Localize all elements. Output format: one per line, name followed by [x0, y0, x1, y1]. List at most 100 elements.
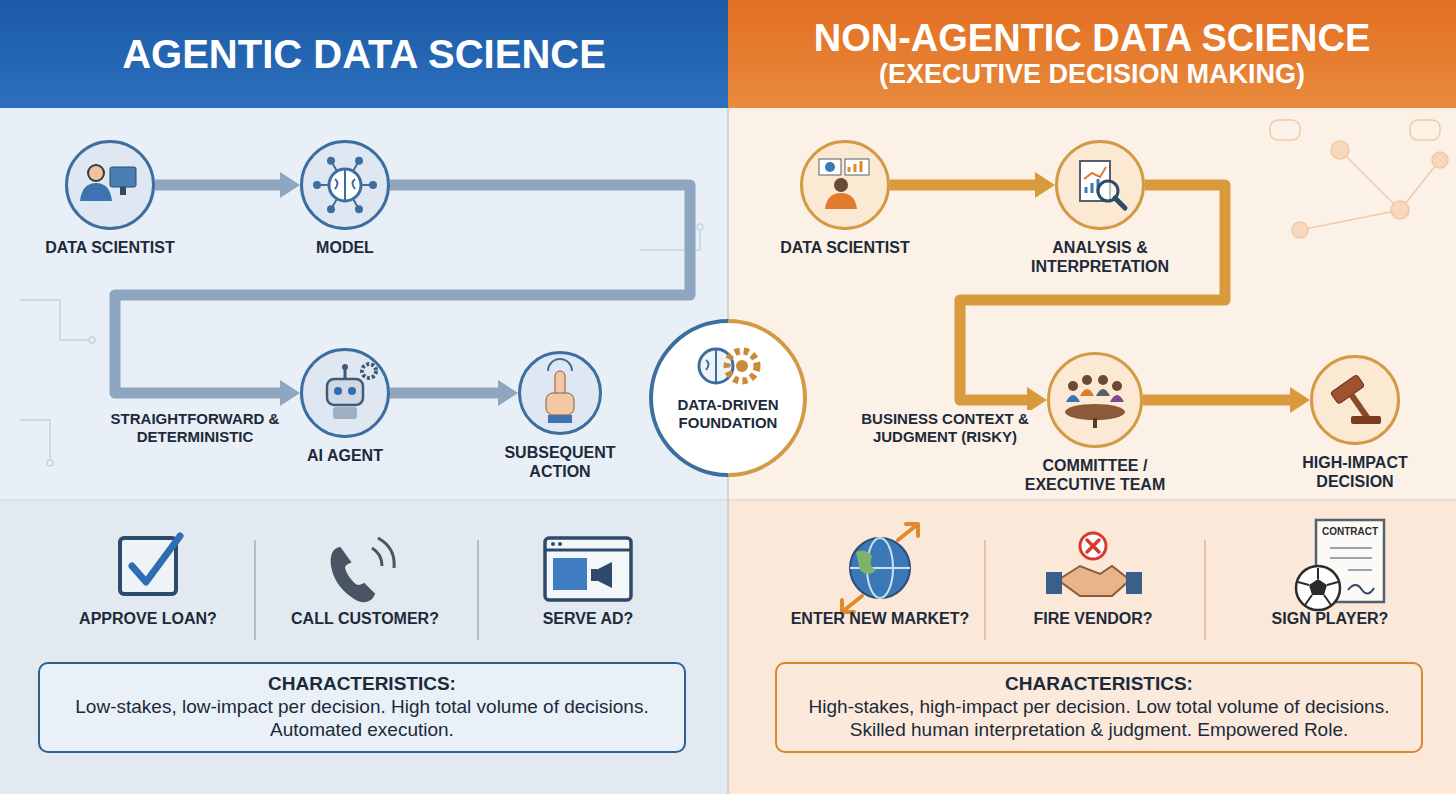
person-body: [825, 193, 857, 209]
icon-divider: [255, 540, 1205, 640]
box-body: High-stakes, high-impact per decision. L…: [795, 695, 1403, 741]
handshake-icon: [1046, 572, 1062, 594]
people-network: [1270, 120, 1300, 140]
person-head: [1068, 381, 1078, 391]
person-body: [1110, 395, 1124, 402]
icon-caption: FIRE VENDOR?: [993, 610, 1193, 628]
contract-icon: [1309, 579, 1327, 595]
header-title: NON-AGENTIC DATA SCIENCE: [814, 18, 1371, 60]
people-network: [1391, 201, 1409, 219]
contract-icon: [1330, 557, 1372, 559]
people-network: [1270, 120, 1448, 238]
flow-arrow: [890, 180, 1041, 191]
handshake-icon: [1126, 572, 1142, 594]
checkbox-icon: [132, 536, 180, 582]
chart-bars: [849, 161, 861, 172]
magnifier-handle: [1115, 198, 1125, 208]
icon-text: CONTRACT: [1250, 526, 1450, 537]
icon-divider: [984, 540, 986, 640]
node-label: DATA SCIENTIST: [755, 238, 935, 257]
handshake-icon: [1080, 533, 1106, 559]
people-network: [1340, 150, 1400, 210]
person-body: [80, 183, 112, 201]
circuit-decoration: [47, 460, 53, 466]
monitor: [845, 159, 869, 175]
edge-label: BUSINESS CONTEXT & JUDGMENT (RISKY): [855, 410, 1035, 446]
robot-head: [327, 379, 363, 405]
header-subtitle: (EXECUTIVE DECISION MAKING): [879, 60, 1305, 90]
icon: [313, 157, 377, 213]
icon: [80, 165, 136, 201]
phone-icon: [372, 548, 382, 566]
circle-shape: [270, 140, 420, 234]
palm: [546, 393, 574, 415]
contract-icon: [1348, 585, 1374, 594]
person-head: [1112, 381, 1122, 391]
person-head: [1082, 375, 1092, 385]
table-leg: [1093, 418, 1097, 428]
node-label: HIGH-IMPACT DECISION: [1275, 453, 1435, 491]
flow-arrow: [155, 180, 286, 191]
contract-icon: [1298, 568, 1338, 605]
node-label: MODEL: [270, 238, 420, 257]
process-circle: SUBSEQUENT ACTION: [490, 351, 630, 481]
checkbox-icon: [120, 536, 180, 594]
circle-shape: [1275, 355, 1435, 449]
contract-icon: [1330, 547, 1372, 549]
phone-icon: [332, 538, 395, 601]
icon-caption: CALL CUSTOMER?: [265, 610, 465, 628]
icon: [1080, 161, 1125, 208]
person-head: [88, 165, 104, 181]
web-ad-icon: [545, 538, 631, 600]
flow-arrow: [115, 185, 690, 393]
robot-eye: [334, 387, 342, 395]
monitor-stand: [120, 187, 126, 195]
globe-icon: [850, 567, 910, 569]
brain-outline: [329, 169, 361, 201]
web-ad-icon: [553, 558, 587, 590]
process-circle: ANALYSIS & INTERPRETATION: [1010, 140, 1190, 276]
circle-shape: [755, 140, 935, 234]
globe-icon: [842, 596, 862, 612]
person-head: [834, 178, 848, 192]
circle-shape: [1010, 140, 1190, 234]
icon-divider: [477, 540, 479, 640]
hub-fill: [651, 321, 805, 475]
chart-bars: [1086, 179, 1098, 193]
characteristics-box: CHARACTERISTICS:Low-stakes, low-impact p…: [38, 662, 686, 753]
person-body: [1066, 395, 1080, 402]
web-ad-icon: [591, 569, 597, 581]
people-network: [1292, 222, 1308, 238]
icon-caption: APPROVE LOAN?: [48, 610, 248, 628]
panel-ground: [728, 500, 1456, 794]
brain-fold: [706, 349, 716, 383]
web-ad-icon: [558, 542, 562, 546]
gavel-head: [1330, 374, 1364, 404]
node-label: DATA-DRIVEN FOUNDATION: [666, 396, 790, 432]
box-heading: CHARACTERISTICS:: [58, 672, 666, 695]
web-ad-icon: [551, 542, 555, 546]
hub-circle: DATA-DRIVEN FOUNDATION: [648, 318, 808, 478]
icon: [327, 364, 376, 419]
globe-icon: [842, 524, 918, 612]
monitor: [819, 159, 841, 175]
contract-icon: [1296, 566, 1340, 610]
node-label: AI AGENT: [270, 446, 420, 465]
box-heading: CHARACTERISTICS:: [795, 672, 1403, 695]
sleeve: [548, 415, 572, 423]
icon-caption: SIGN PLAYER?: [1230, 610, 1430, 628]
circle-outline: [1049, 354, 1142, 447]
circuit-decoration: [20, 300, 90, 340]
monitor: [110, 167, 136, 187]
people-network: [1432, 152, 1448, 168]
globe-icon: [850, 538, 910, 598]
circle-shape: [20, 140, 200, 234]
contract-icon: [1348, 569, 1372, 571]
network-node: [327, 157, 335, 165]
panel-ground: [0, 0, 728, 794]
robot-body: [333, 407, 357, 419]
circuit-decoration: [697, 224, 703, 230]
web-ad-icon: [545, 549, 631, 552]
